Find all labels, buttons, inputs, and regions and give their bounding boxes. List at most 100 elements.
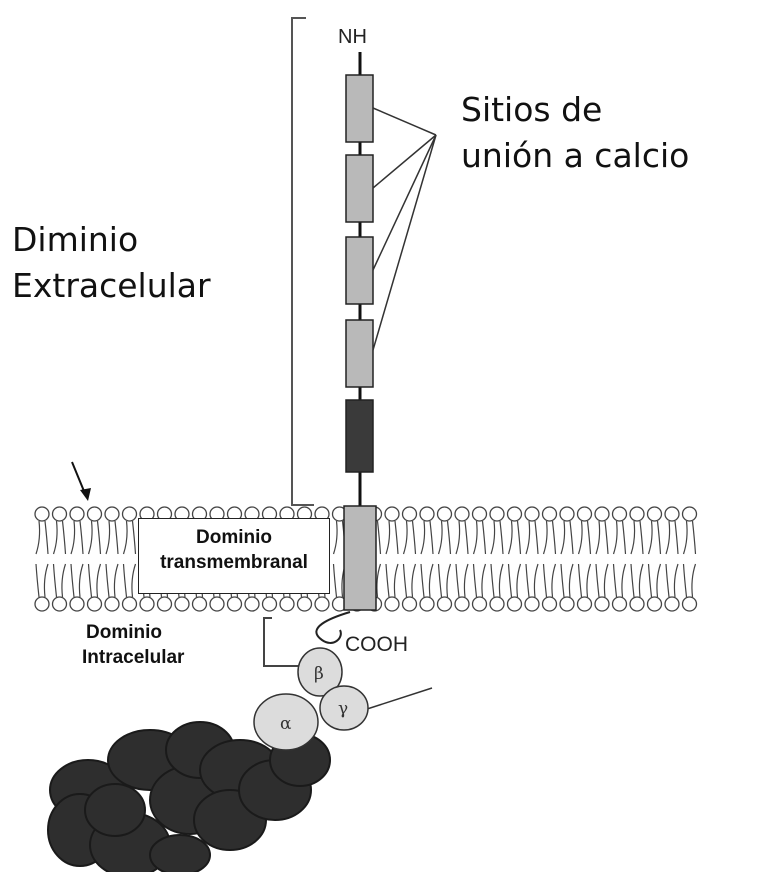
lipid-tail — [638, 563, 644, 598]
lipid-head — [51, 506, 68, 522]
lipid-head — [34, 506, 50, 522]
lipid-tail — [394, 520, 399, 555]
gamma-pointer-line — [363, 687, 433, 711]
lipid-tail — [420, 520, 426, 555]
lipid-head — [664, 596, 680, 612]
lipid-tail — [131, 520, 137, 555]
transmembrane-segment — [343, 505, 377, 611]
lipid-tail — [437, 563, 443, 598]
lipid-tail — [96, 520, 102, 555]
lipid-tail — [490, 520, 496, 555]
alpha-catenin — [253, 693, 319, 751]
lipid-tail — [44, 520, 49, 555]
lipid-head — [559, 596, 575, 612]
lipid-tail — [420, 563, 425, 598]
lipid-head — [296, 596, 313, 612]
lipid-tail — [393, 563, 399, 598]
lipid-tail — [114, 520, 119, 555]
lipid-tail — [35, 563, 40, 598]
lipid-head — [401, 506, 418, 522]
lipid-head — [69, 506, 85, 522]
lipid-tail — [525, 520, 531, 555]
lipid-head — [436, 506, 453, 522]
lipid-tail — [595, 520, 601, 555]
lipid-tail — [639, 520, 644, 555]
lipid-head — [646, 506, 663, 522]
lipid-head — [51, 596, 68, 612]
lipid-tail — [402, 563, 408, 598]
beta-symbol: β — [314, 664, 324, 684]
extracellular-domain-1 — [345, 74, 374, 143]
lipid-head — [34, 596, 50, 612]
lipid-tail — [630, 520, 636, 555]
lipid-head — [86, 596, 103, 612]
lipid-tail — [52, 520, 58, 555]
lipid-tail — [455, 563, 460, 598]
lipid-tail — [79, 520, 84, 555]
lipid-tail — [411, 563, 417, 598]
actin-filaments — [47, 721, 331, 877]
lipid-tail — [560, 563, 565, 598]
lipid-head — [454, 596, 470, 612]
lipid-tail — [577, 563, 583, 598]
intracellular-label-line1: Dominio — [86, 622, 162, 643]
lipid-tail — [665, 563, 670, 598]
extracellular-label-line2: Extracelular — [12, 266, 211, 305]
lipid-head — [471, 506, 488, 522]
lipid-tail — [437, 520, 443, 555]
lipid-tail — [656, 520, 662, 555]
cytoplasmic-tail — [315, 611, 351, 644]
lipid-tail — [446, 563, 452, 598]
lipid-tail — [35, 520, 41, 555]
nh-terminus-label: NH — [338, 26, 367, 48]
lipid-tail — [61, 563, 67, 598]
lipid-tail — [113, 563, 119, 598]
lipid-tail — [105, 563, 110, 598]
lipid-head — [541, 506, 558, 522]
lipid-head — [279, 596, 295, 612]
lipid-head — [594, 596, 610, 612]
lipid-head — [681, 596, 698, 612]
extracellular-domain-4 — [345, 319, 374, 388]
lipid-tail — [569, 520, 574, 555]
gamma-catenin — [319, 685, 369, 731]
calcium-sites-label-line1: Sitios de — [461, 90, 603, 129]
extracellular-domain-3 — [345, 236, 374, 305]
lipid-head — [664, 506, 680, 522]
lipid-head — [156, 596, 173, 612]
alpha-symbol: α — [280, 714, 292, 734]
extracellular-domain-2 — [345, 154, 374, 223]
lipid-tail — [455, 520, 461, 555]
lipid-tail — [332, 563, 338, 598]
lipid-tail — [665, 520, 671, 555]
lipid-head — [576, 596, 593, 612]
lipid-tail — [674, 520, 679, 555]
lipid-head — [209, 596, 225, 612]
lipid-head — [121, 506, 138, 522]
lipid-tail — [70, 520, 76, 555]
calcium-sites-label-line2: unión a calcio — [461, 136, 690, 175]
lipid-tail — [70, 563, 75, 598]
lipid-tail — [612, 520, 618, 555]
lipid-head — [419, 506, 435, 522]
lipid-tail — [499, 520, 504, 555]
lipid-tail — [385, 520, 391, 555]
lipid-head — [139, 596, 155, 612]
lipid-head — [541, 596, 558, 612]
lipid-tail — [691, 520, 697, 555]
lipid-tail — [612, 563, 618, 598]
lipid-tail — [516, 520, 522, 555]
lipid-tail — [52, 563, 58, 598]
lipid-head — [401, 596, 418, 612]
lipid-head — [174, 596, 190, 612]
lipid-tail — [446, 520, 452, 555]
lipid-head — [226, 596, 243, 612]
lipid-head — [611, 506, 628, 522]
calcium-pointer-line-1 — [372, 107, 437, 136]
lipid-tail — [131, 563, 137, 598]
lipid-tail — [385, 563, 390, 598]
lipid-tail — [481, 520, 487, 555]
membrane-arrow-head — [80, 488, 91, 501]
calcium-pointer-line-4 — [372, 134, 437, 351]
